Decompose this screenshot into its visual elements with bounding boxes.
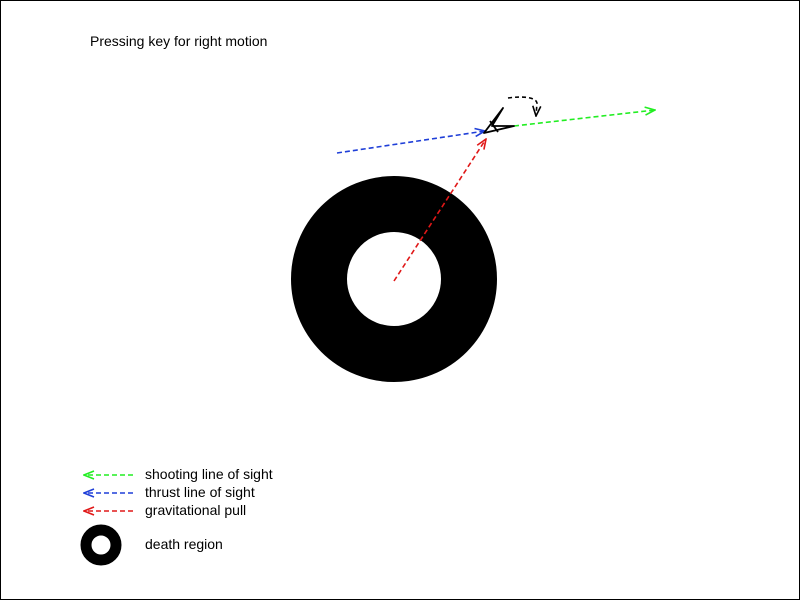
death-region-ring [291, 176, 497, 382]
legend-gravity-label: gravitational pull [145, 502, 247, 518]
ship-icon [483, 107, 515, 134]
diagram-caption: Pressing key for right motion [90, 33, 268, 49]
curved-arrow-icon [507, 96, 537, 116]
thrust-arrow [336, 131, 485, 154]
legend-thrust-label: thrust line of sight [145, 484, 255, 500]
legend-death-region-label: death region [145, 536, 223, 552]
shooting-arrow [513, 110, 655, 127]
gravity-arrow [393, 139, 486, 282]
legend-shooting-label: shooting line of sight [145, 466, 273, 482]
ring-icon [80, 524, 122, 566]
